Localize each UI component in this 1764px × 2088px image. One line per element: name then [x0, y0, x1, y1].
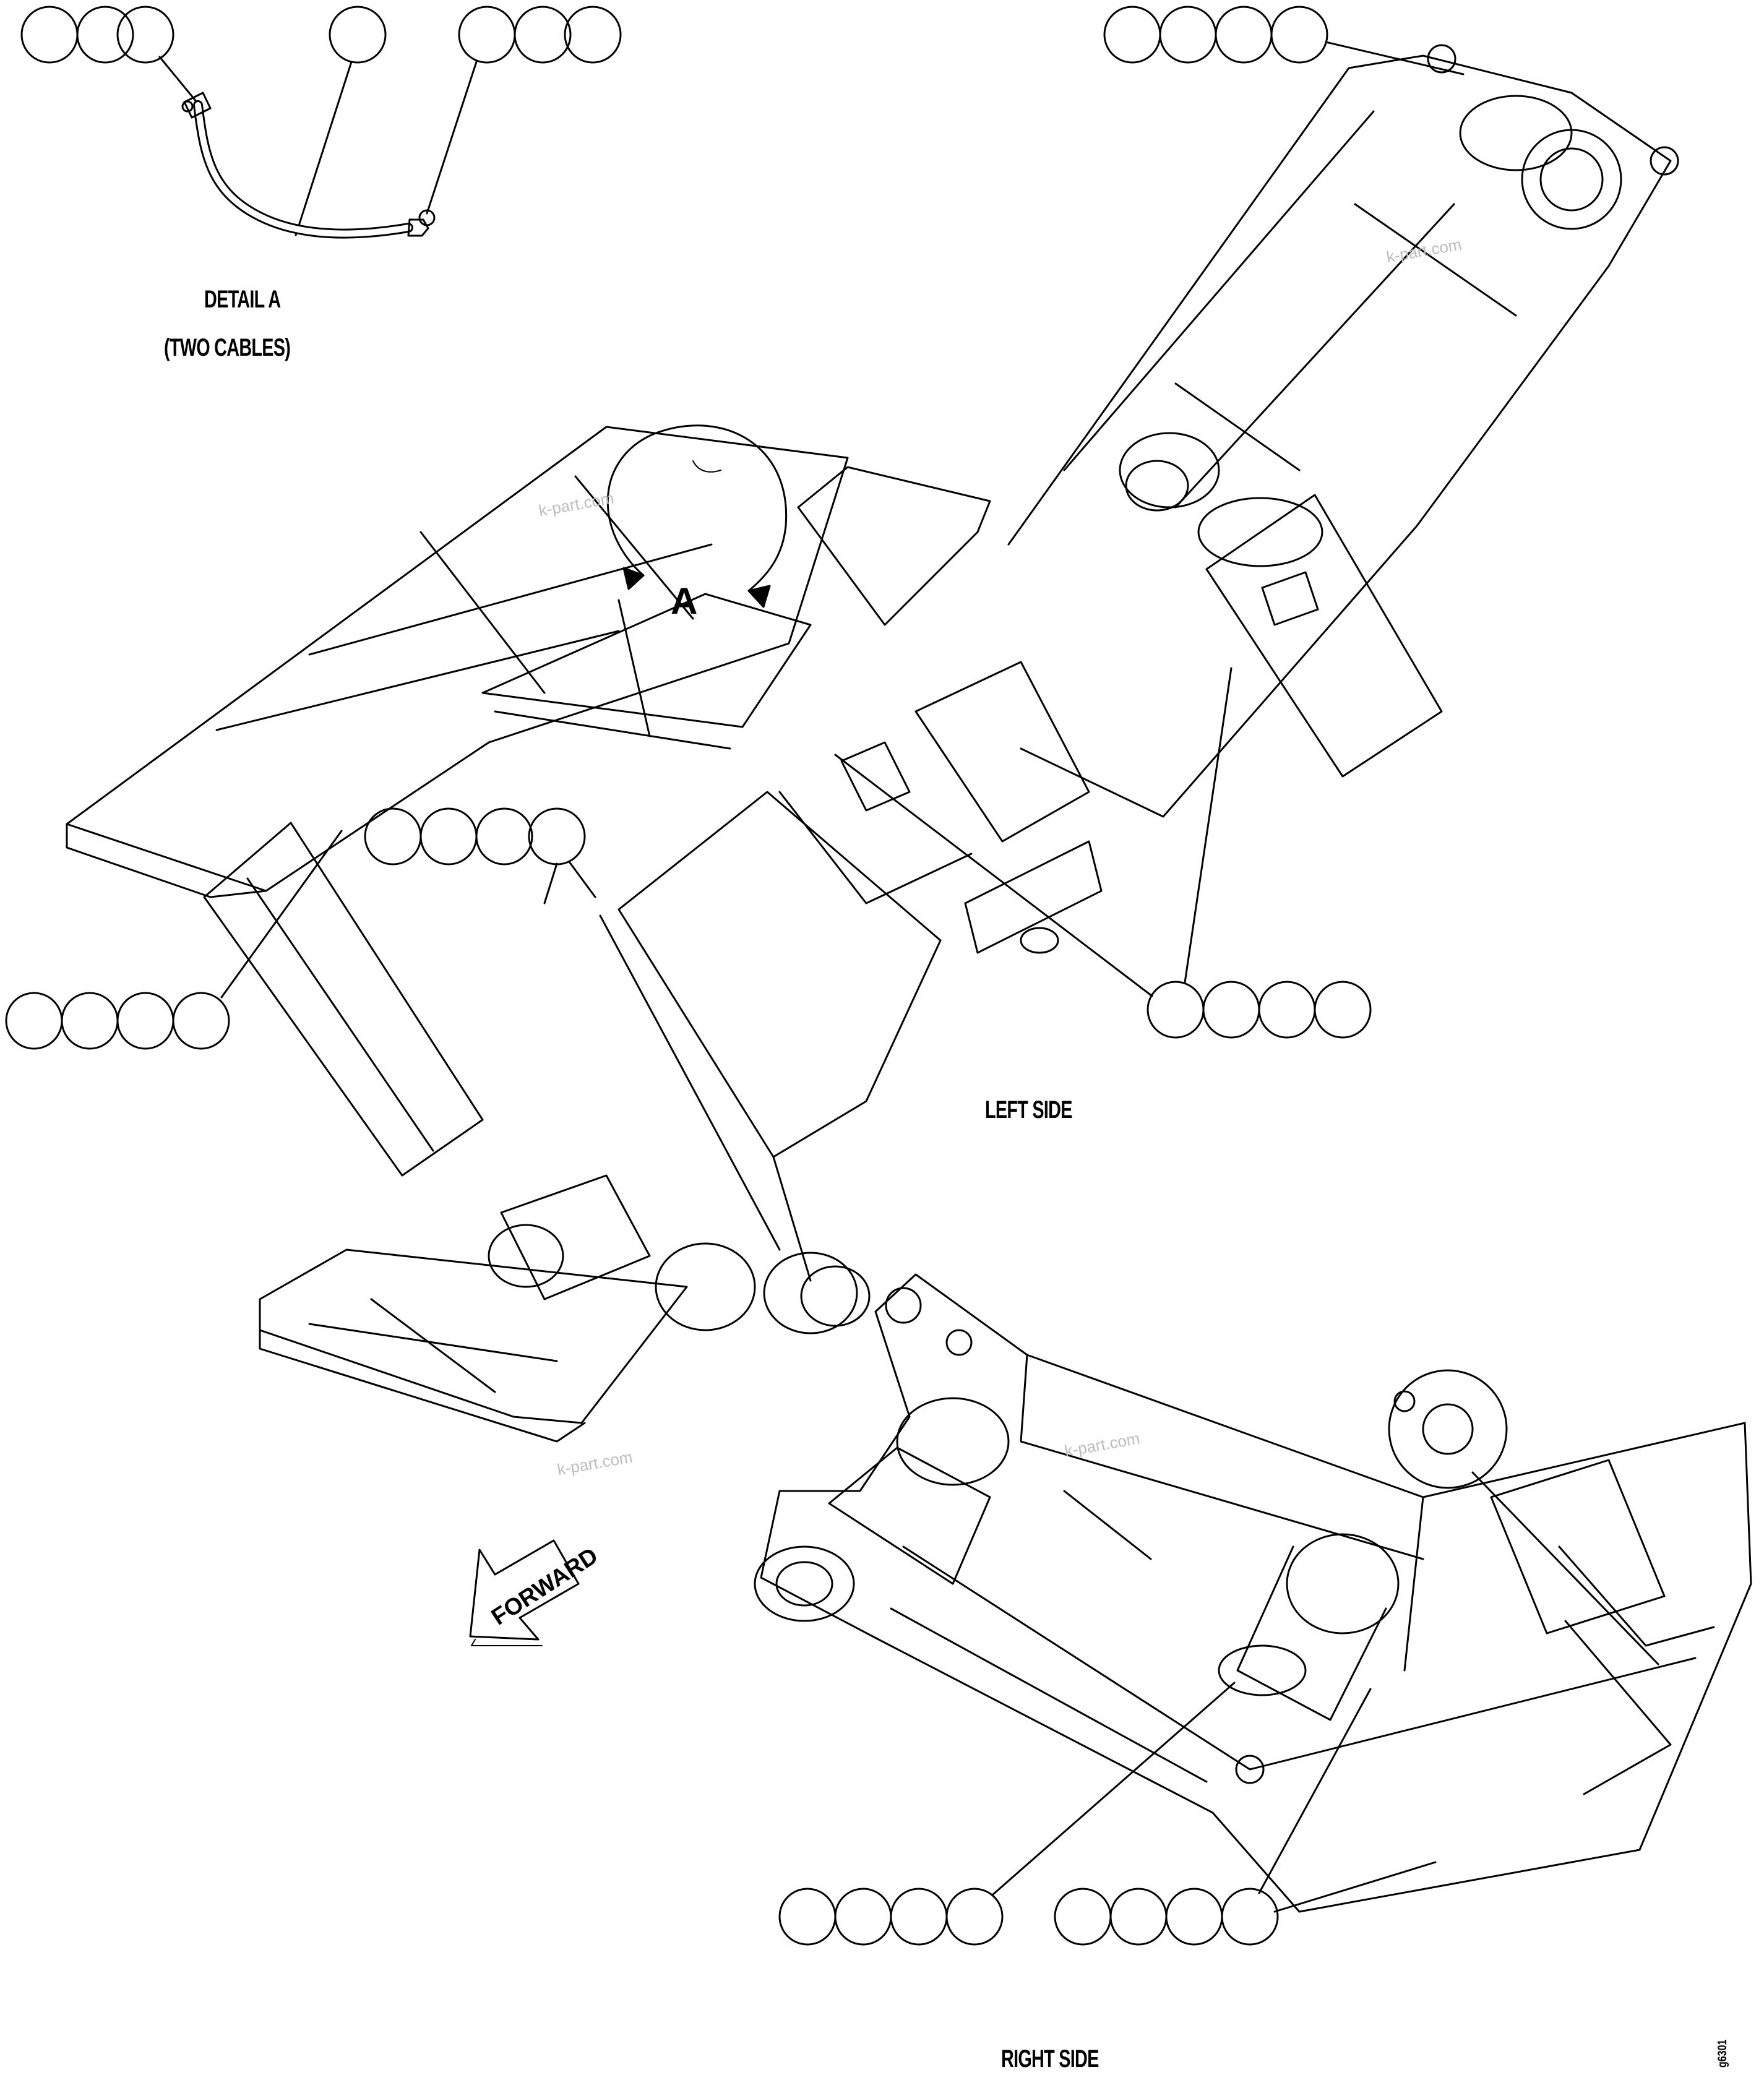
forward-label: FORWARD	[487, 1543, 603, 1631]
callout-right-mid[interactable]	[834, 667, 1372, 1039]
callout-bottom-a[interactable]	[778, 1682, 1236, 1946]
callout-bottom-b[interactable]	[1054, 1688, 1437, 1946]
left-side-label: LEFT SIDE	[985, 1096, 1072, 1123]
forward-arrow	[469, 1539, 580, 1646]
left-side-frame	[66, 44, 1679, 1443]
detail-a-subtitle: (TWO CABLES)	[164, 334, 291, 361]
drawing-code: g6301	[1716, 2039, 1729, 2068]
detail-a-marker-circle	[606, 424, 788, 608]
detail-a-letter: A	[671, 580, 697, 622]
right-side-frame	[754, 1273, 1752, 1913]
detail-a-title: DETAIL A	[204, 286, 281, 313]
detail-a-cable	[181, 92, 436, 239]
callout-left-lower[interactable]	[5, 830, 343, 1050]
callout-detail-left[interactable]	[20, 6, 198, 103]
callout-top-right[interactable]	[1103, 6, 1465, 75]
callout-detail-right[interactable]	[426, 6, 622, 215]
callout-detail-middle[interactable]	[295, 6, 387, 236]
callout-left-mid[interactable]	[364, 807, 596, 904]
right-side-label: RIGHT SIDE	[1001, 2045, 1099, 2073]
